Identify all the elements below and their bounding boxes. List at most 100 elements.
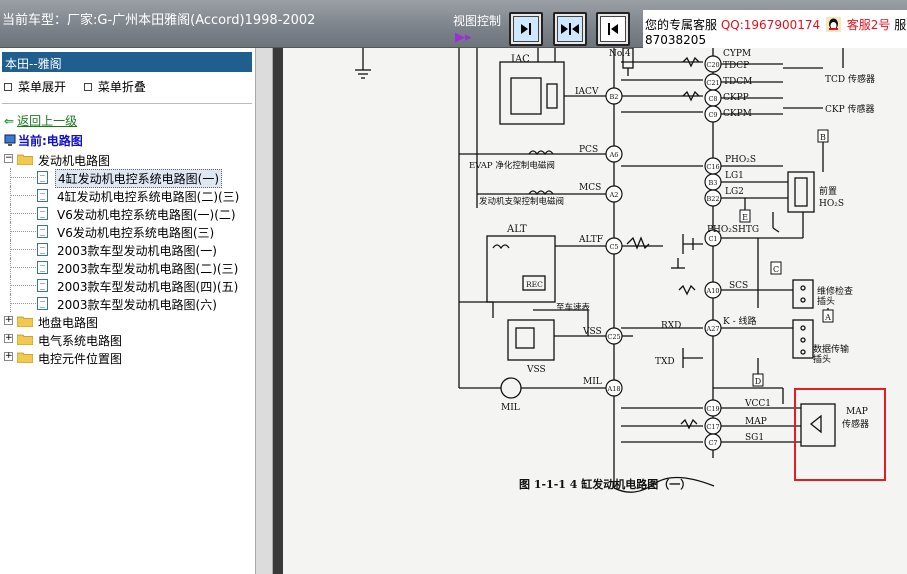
document-icon <box>37 297 48 310</box>
pin-c5: C5 <box>609 243 618 251</box>
document-icon <box>37 225 48 238</box>
purple-arrow-icon: ▶▸ <box>455 30 472 45</box>
tree-item-label: 2003款车型发动机电路图(六) <box>57 298 217 312</box>
service-suffix: 服务 <box>894 18 907 32</box>
tree-line <box>10 249 36 250</box>
label-lg1: LG1 <box>725 171 744 181</box>
label-front1: 前置 <box>819 185 837 197</box>
tree-item[interactable]: 2003款车型发动机电路图(六) <box>0 294 255 312</box>
label-iac: IAC <box>511 54 530 65</box>
menu-expand-button[interactable]: 菜单展开 <box>4 80 66 94</box>
expand-right-button[interactable] <box>509 12 543 46</box>
tag-d: D <box>755 377 761 386</box>
label-mil-pin: MIL <box>583 377 602 387</box>
label-rec: REC <box>526 280 543 289</box>
split-center-button[interactable] <box>553 12 587 46</box>
back-link[interactable]: ⇐返回上一级 <box>4 114 78 128</box>
label-map: MAP <box>745 417 767 427</box>
collapse-icon[interactable]: − <box>4 153 13 163</box>
pin-c17: C17 <box>706 423 719 431</box>
pin-a6: A6 <box>609 151 619 159</box>
customer-service-panel: 您的专属客服 QQ:1967900174 客服2号 服务 87038205 <box>643 10 907 48</box>
tree-item[interactable]: V6发动机电控系统电路图(一)(二) <box>0 204 255 222</box>
tree-folder[interactable]: − 发动机电路图 <box>0 150 255 168</box>
view-control-label: 视图控制 <box>453 14 502 28</box>
expand-right-icon <box>513 16 539 42</box>
label-vcc1: VCC1 <box>744 399 771 409</box>
expand-box-icon <box>4 83 12 91</box>
collapse-left-button[interactable] <box>596 12 630 46</box>
panel-splitter[interactable] <box>255 48 273 574</box>
tree-line <box>10 231 36 232</box>
tree-item[interactable]: 2003款车型发动机电路图(二)(三) <box>0 258 255 276</box>
expand-icon[interactable]: + <box>4 315 13 325</box>
circuit-diagram-viewer[interactable]: No.4 IAC IACV PCS EVAP 净化控制电磁阀 MCS 发动机支架… <box>283 48 907 574</box>
pin-c16: C16 <box>706 163 719 171</box>
monitor-icon <box>4 134 16 146</box>
label-tcd: TCD 传感器 <box>825 73 875 85</box>
label-speed: 至车速表 <box>556 302 591 313</box>
label-scs: SCS <box>729 281 748 291</box>
tree-item-label: 2003款车型发动机电路图(二)(三) <box>57 262 239 276</box>
folder-icon <box>16 153 34 166</box>
tree-item[interactable]: 2003款车型发动机电路图(一) <box>0 240 255 258</box>
document-icon <box>37 207 48 220</box>
label-cyp: CYPM <box>723 49 751 59</box>
label-kline: K - 线路 <box>723 315 757 327</box>
split-center-icon <box>557 16 583 42</box>
tree-folder[interactable]: + 电控元件位置图 <box>0 348 255 366</box>
tree-item[interactable]: 4缸发动机电控系统电路图(二)(三) <box>0 186 255 204</box>
tree-item-label: 2003款车型发动机电路图(一) <box>57 244 217 258</box>
pin-b3: B3 <box>709 179 718 187</box>
tag-b: B <box>820 133 826 142</box>
collapse-left-icon <box>600 16 626 42</box>
service-number-line2: 87038205 <box>645 33 707 47</box>
tree-folder[interactable]: +地盘电路图 <box>0 312 255 330</box>
pin-a27: A27 <box>706 325 720 333</box>
label-vss: VSS <box>526 365 546 375</box>
menu-actions: 菜单展开 菜单折叠 <box>4 78 160 95</box>
diagram-caption: 图 1-1-1 4 缸发动机电路图（一） <box>519 477 691 491</box>
tree-line <box>10 177 36 178</box>
label-map-sensor1: MAP <box>846 407 868 417</box>
tree-line <box>10 195 36 196</box>
tree-item[interactable]: 2003款车型发动机电路图(四)(五) <box>0 276 255 294</box>
tree-line <box>10 303 36 304</box>
tree-folder[interactable]: + 电气系统电路图 <box>0 330 255 348</box>
sidebar-divider <box>2 103 252 104</box>
tree-item-label: V6发动机电控系统电路图(三) <box>57 226 215 240</box>
pin-a2: A2 <box>609 191 619 199</box>
tree-folder-label: 发动机电路图 <box>38 154 111 168</box>
label-mcs: MCS <box>579 183 601 193</box>
tree-folder-label: 电气系统电路图 <box>38 334 123 348</box>
menu-collapse-button[interactable]: 菜单折叠 <box>83 80 146 94</box>
document-icon <box>37 189 48 202</box>
tag-a: A <box>824 313 831 322</box>
pin-a10: A10 <box>706 287 720 295</box>
qq-penguin-icon[interactable] <box>825 17 841 32</box>
document-icon <box>37 243 48 256</box>
pin-a18: A18 <box>607 385 621 393</box>
tree-folder-label: 电控元件位置图 <box>38 352 123 366</box>
expand-icon[interactable]: + <box>4 351 13 361</box>
tree-item[interactable]: V6发动机电控系统电路图(三) <box>0 222 255 240</box>
tag-c: C <box>773 265 779 274</box>
label-data1: 数据传输 <box>813 343 849 355</box>
map-sensor-highlight <box>794 388 886 481</box>
tree-item[interactable]: 4缸发动机电控系统电路图(一) <box>0 168 255 188</box>
pin-c19: C19 <box>706 405 719 413</box>
pin-c1: C1 <box>708 235 717 243</box>
label-mil: MIL <box>501 403 520 413</box>
label-map-sensor2: 传感器 <box>842 418 869 430</box>
label-tdcp: TDCP <box>723 61 749 71</box>
label-maint2: 插头 <box>817 295 835 307</box>
tree-item-label: 2003款车型发动机电路图(四)(五) <box>57 280 239 294</box>
label-rxd: RXD <box>661 321 681 331</box>
qq-number-link[interactable]: QQ:1967900174 <box>720 18 821 32</box>
expand-icon[interactable]: + <box>4 333 13 343</box>
document-icon <box>37 279 48 292</box>
label-pho2s: PHO₂S <box>725 155 756 165</box>
agent-name-link[interactable]: 客服2号 <box>846 18 891 32</box>
